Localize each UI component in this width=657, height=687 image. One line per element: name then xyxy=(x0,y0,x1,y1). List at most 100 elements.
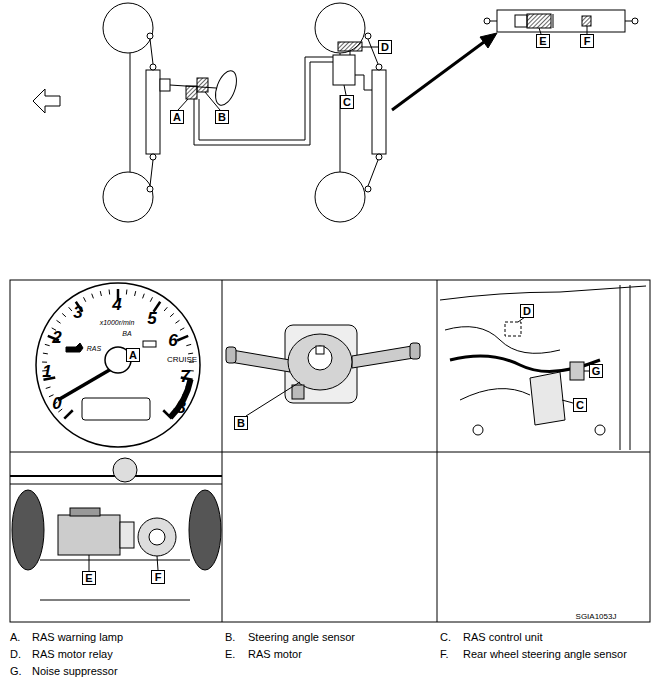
actuator-detail xyxy=(497,10,625,32)
scale-number: 4 xyxy=(112,296,121,313)
gauge-tick xyxy=(100,291,101,296)
callout-letter: B xyxy=(234,416,248,430)
sensor-cap xyxy=(149,529,165,545)
front-steering-rack xyxy=(146,70,160,154)
gauge-tick xyxy=(150,297,152,301)
motor-body xyxy=(515,15,527,27)
callout-letter: E xyxy=(82,571,96,585)
legend-letter: A. xyxy=(10,632,20,643)
knuckle-joint xyxy=(365,186,371,192)
gauge-tick xyxy=(164,307,167,311)
rack-end xyxy=(376,154,382,160)
callout-letter: F xyxy=(580,34,594,48)
legend-letter: G. xyxy=(10,666,22,677)
wheel-shadow xyxy=(189,490,221,570)
motor-mark xyxy=(527,14,551,28)
rack-end xyxy=(150,154,156,160)
indicator-text: CRUISE xyxy=(167,356,197,364)
control-unit-box xyxy=(333,55,355,85)
gauge-tick xyxy=(180,328,184,330)
connector xyxy=(292,385,304,399)
legend-letter: D. xyxy=(10,649,21,660)
tie-rod xyxy=(368,160,378,186)
gauge-text: x1000r/min xyxy=(100,319,135,326)
part-name: Noise suppressor xyxy=(32,666,118,677)
sensor-mark xyxy=(582,16,591,26)
rear-steering-sensor xyxy=(138,518,176,556)
harness xyxy=(445,327,560,354)
panel-divider xyxy=(437,280,438,622)
callout-letter: B xyxy=(215,110,229,124)
gauge-tick xyxy=(126,290,128,295)
rear-underbody xyxy=(10,458,222,600)
callout-letter: A xyxy=(126,348,140,362)
gauge-text: BA xyxy=(122,330,131,337)
gauge-tick xyxy=(92,294,94,299)
gauge-tick xyxy=(62,313,66,316)
stalk-knob xyxy=(410,343,420,359)
gauge-tick xyxy=(64,410,72,418)
wheel xyxy=(103,172,153,222)
spiral-cable xyxy=(288,334,352,390)
legend-letter: C. xyxy=(440,632,451,643)
warning-lamp-mark xyxy=(186,86,197,99)
vehicle-schematic xyxy=(33,3,638,222)
scale-number: 8 xyxy=(176,399,185,416)
panel-frame xyxy=(10,280,650,622)
front-axle xyxy=(130,53,131,172)
rack-end xyxy=(376,64,382,70)
switch-body xyxy=(285,325,357,403)
relay-wire xyxy=(350,51,351,55)
gauge-tick xyxy=(143,294,145,299)
rear-steering-actuator xyxy=(372,70,386,154)
wheel xyxy=(103,3,153,53)
knuckle-joint xyxy=(147,186,153,192)
steering-sensor-mark xyxy=(197,78,208,92)
wiring-harness xyxy=(194,62,333,145)
panel-divider xyxy=(222,280,223,622)
callout-letter: D xyxy=(520,304,534,318)
scale-number: 6 xyxy=(168,332,177,349)
switch-stalk xyxy=(230,350,290,372)
scale-number: 0 xyxy=(52,395,61,412)
part-name: RAS motor xyxy=(248,649,302,660)
scale-number: 5 xyxy=(147,310,156,327)
gauge-tick xyxy=(57,320,61,323)
tie-rod xyxy=(150,160,153,186)
steering-wheel xyxy=(211,68,240,108)
scale-number: 3 xyxy=(73,304,82,321)
motor-wire xyxy=(355,75,373,90)
legend-letter: B. xyxy=(225,632,235,643)
gear-housing xyxy=(120,522,134,548)
callout-letter: F xyxy=(151,570,165,584)
noise-suppressor xyxy=(570,362,584,380)
callout-letter: G xyxy=(589,364,603,378)
gauge-tick xyxy=(186,344,191,345)
leader-line xyxy=(205,92,220,110)
harness xyxy=(460,389,530,400)
wheel xyxy=(315,172,365,222)
scale-number: 1 xyxy=(42,363,51,380)
gauge-tick xyxy=(45,344,50,345)
gauge-scale xyxy=(42,289,194,419)
engine-compartment xyxy=(440,285,646,450)
body-pillar xyxy=(620,285,621,450)
body-pillar xyxy=(630,285,631,450)
rack-end xyxy=(150,64,156,70)
zoom-arrowhead xyxy=(480,33,497,48)
bolt xyxy=(595,425,605,435)
leader-line xyxy=(562,400,573,403)
gauge-tick xyxy=(170,313,174,316)
motor-connector xyxy=(70,508,100,516)
callout-letter: E xyxy=(536,34,550,48)
callout-letter: C xyxy=(340,95,354,109)
oil-pressure-icon xyxy=(66,343,83,352)
wheel-shadow xyxy=(12,490,44,570)
gauge-tick xyxy=(69,307,72,311)
legend-letter: E. xyxy=(225,649,235,660)
leader-line xyxy=(89,555,90,571)
gauge-tick xyxy=(109,290,111,295)
combination-switch xyxy=(226,325,420,416)
